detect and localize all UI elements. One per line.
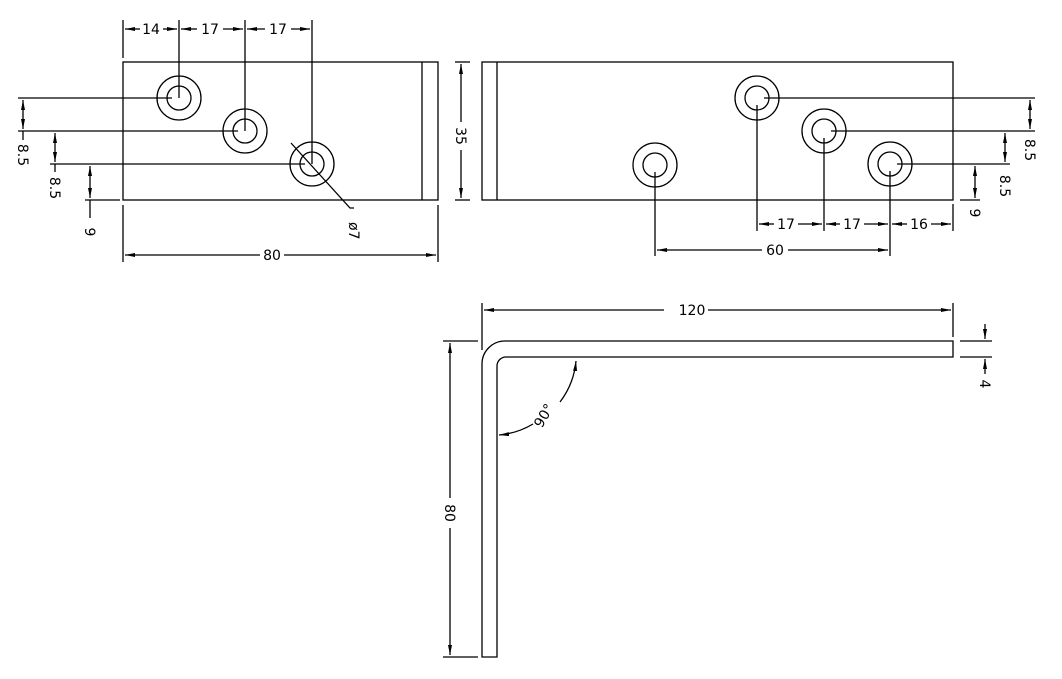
dim-label: 8.5 [46,177,62,199]
dim-label: 9 [81,228,97,237]
angle-label: 90° [531,401,557,431]
side-view: 8.5 8.5 9 17 17 16 60 [481,61,1037,259]
dim-label: 8.5 [14,144,30,166]
dim-label: 80 [263,248,281,264]
dim-label: 4 [976,380,992,389]
diameter-label: ø7 [345,222,361,239]
dim-label: 80 [441,504,457,522]
dim-label: 9 [966,209,982,218]
dim-label: 120 [679,303,706,319]
dim-label: 17 [269,22,287,38]
height-dimension: 35 [452,61,470,201]
profile-view: 120 4 80 90° [441,303,992,658]
bracket-profile [481,340,954,658]
dim-label: 17 [201,22,219,38]
dim-label: 8.5 [996,175,1012,197]
dim-label: 60 [766,243,784,259]
dim-label: 17 [777,217,795,233]
front-view: 14 17 17 8.5 8.5 9 80 ø7 [14,20,439,264]
dim-label: 17 [843,217,861,233]
dim-label: 14 [142,22,160,38]
dim-label: 8.5 [1021,139,1037,161]
dim-label: 16 [910,217,928,233]
dim-label: 35 [452,127,468,145]
